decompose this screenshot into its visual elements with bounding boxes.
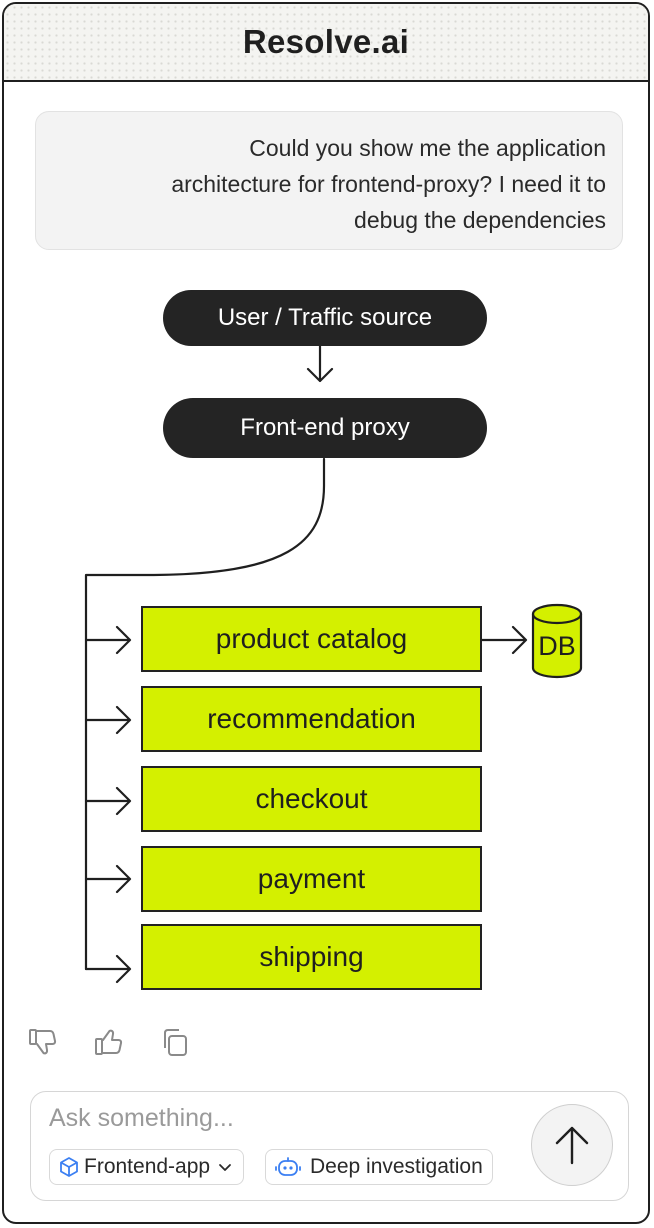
database-label: DB (538, 631, 576, 661)
arrow-to-product-catalog (84, 625, 132, 655)
cube-icon (60, 1157, 78, 1177)
chevron-down-icon (219, 1164, 231, 1171)
database-icon (531, 603, 583, 679)
service-payment: payment (141, 846, 482, 912)
node-traffic-source: User / Traffic source (163, 290, 487, 346)
diagram-connectors: DB (84, 344, 583, 984)
title-bar: Resolve.ai (4, 4, 648, 82)
robot-icon (275, 1157, 301, 1176)
service-checkout: checkout (141, 766, 482, 832)
copy-icon[interactable] (160, 1026, 190, 1058)
service-shipping: shipping (141, 924, 482, 990)
thumbs-up-icon[interactable] (94, 1026, 124, 1058)
message-input[interactable]: Ask something... (49, 1104, 234, 1132)
arrow-up-icon (555, 1126, 589, 1165)
arrow-to-recommendation (84, 705, 132, 735)
context-selector-label: Frontend-app (84, 1155, 211, 1178)
arrow-to-payment (84, 864, 132, 894)
message-composer: Ask something... Frontend-app (30, 1091, 629, 1201)
deep-investigation-toggle[interactable]: Deep investigation (265, 1149, 493, 1185)
context-selector[interactable]: Frontend-app (49, 1149, 245, 1185)
arrow-to-shipping (84, 954, 132, 984)
send-button[interactable] (531, 1104, 613, 1186)
deep-investigation-label: Deep investigation (310, 1155, 483, 1178)
user-message-line: Could you show me the application (249, 135, 606, 161)
user-message-line: debug the dependencies (354, 207, 606, 233)
node-frontend-proxy: Front-end proxy (163, 398, 487, 458)
service-recommendation: recommendation (141, 686, 482, 752)
app-title: Resolve.ai (242, 23, 410, 60)
user-message-bubble: Could you show me the application archit… (35, 111, 623, 250)
arrow-source-to-proxy (306, 344, 334, 383)
connector-proxy-to-trunk (84, 457, 326, 971)
arrow-to-checkout (84, 786, 132, 816)
service-product-catalog: product catalog (141, 606, 482, 672)
arrow-catalog-to-db (480, 625, 528, 655)
thumbs-down-icon[interactable] (28, 1026, 58, 1058)
user-message-line: architecture for frontend-proxy? I need … (171, 171, 606, 197)
